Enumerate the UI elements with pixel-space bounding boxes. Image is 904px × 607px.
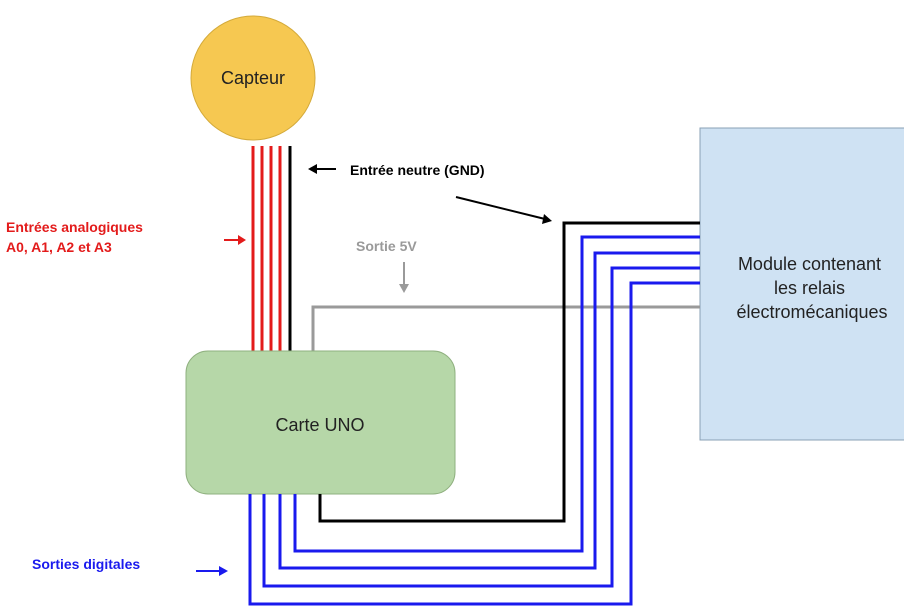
sensor-label: Capteur	[221, 68, 285, 88]
relay-module-node	[699, 127, 904, 441]
uno-board-label: Carte UNO	[275, 415, 364, 435]
relay-module-label-line-3: électromécaniques	[736, 302, 887, 322]
analog-annotation-line-1: Entrées analogiques	[6, 219, 143, 235]
digital-annotation: Sorties digitales	[32, 556, 140, 572]
gnd-annotation: Entrée neutre (GND)	[350, 162, 485, 178]
analog-input-wires	[251, 146, 282, 353]
gnd-arrow-diagonal	[455, 196, 546, 220]
gnd-arrowhead-left	[308, 164, 317, 174]
ground-wire-module	[318, 221, 700, 523]
sensor-node	[190, 15, 316, 141]
digital-wire-1	[293, 235, 700, 553]
analog-annotation: Entrées analogiques A0, A1, A2 et A3	[6, 219, 147, 255]
digital-wire-4	[248, 281, 700, 606]
relay-module-label-line-2: les relais	[774, 278, 845, 298]
digital-wire-3	[262, 266, 700, 588]
relay-module-label-line-1: Module contenant	[738, 254, 881, 274]
digital-output-wires	[248, 235, 700, 606]
analog-arrowhead	[238, 235, 246, 245]
digital-wire-2	[278, 251, 700, 570]
digital-arrowhead	[219, 566, 228, 576]
gnd-arrowhead-diagonal	[542, 214, 552, 224]
power-5v-wire	[311, 305, 700, 353]
five-volt-annotation: Sortie 5V	[356, 238, 417, 254]
relay-module-label: Module contenant les relais électromécan…	[736, 254, 887, 322]
analog-annotation-line-2: A0, A1, A2 et A3	[6, 239, 112, 255]
five-volt-arrowhead	[399, 284, 409, 293]
